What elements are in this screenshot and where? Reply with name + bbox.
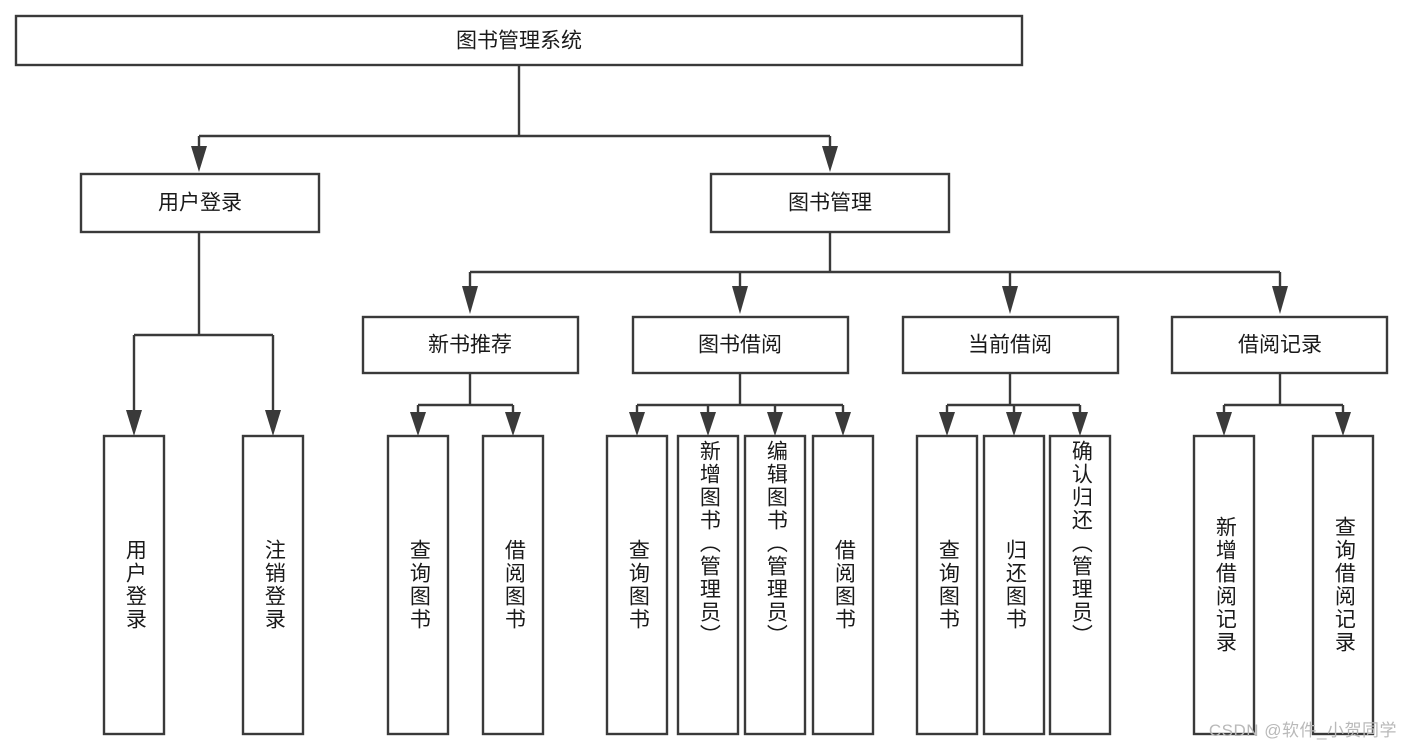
connector-group-user-login bbox=[126, 232, 281, 436]
arrowhead-leaf-user-login bbox=[126, 410, 142, 436]
connector-group-root bbox=[191, 65, 838, 172]
arrowhead-cb-leaf-2 bbox=[1006, 412, 1022, 436]
leaf-box-borrow-record-1[interactable] bbox=[1192, 434, 1256, 736]
node-new-book-recommend-label: 新书推荐 bbox=[428, 334, 512, 357]
connector-group-borrow-record bbox=[1216, 373, 1351, 436]
arrowhead-bb-leaf-2 bbox=[700, 412, 716, 436]
arrowhead-br-leaf-1 bbox=[1216, 412, 1232, 436]
node-user-login[interactable]: 用户登录 bbox=[79, 172, 321, 234]
node-current-borrow[interactable]: 当前借阅 bbox=[901, 315, 1120, 375]
arrowhead-book-borrow bbox=[732, 286, 748, 314]
node-user-login-label: 用户登录 bbox=[158, 192, 242, 215]
node-book-manage[interactable]: 图书管理 bbox=[709, 172, 951, 234]
arrowhead-nb-leaf-1 bbox=[410, 412, 426, 436]
arrowhead-br-leaf-2 bbox=[1335, 412, 1351, 436]
leaf-box-book-borrow-3[interactable] bbox=[743, 434, 807, 736]
leaf-box-current-borrow-2[interactable] bbox=[982, 434, 1046, 736]
node-current-borrow-label: 当前借阅 bbox=[968, 334, 1052, 357]
node-root-box[interactable] bbox=[14, 14, 1024, 67]
node-book-manage-label: 图书管理 bbox=[788, 192, 872, 215]
node-new-book-recommend[interactable]: 新书推荐 bbox=[361, 315, 580, 375]
leaf-box-user-login-1[interactable] bbox=[102, 434, 166, 736]
arrowhead-bb-leaf-4 bbox=[835, 412, 851, 436]
leaf-box-user-login-2[interactable] bbox=[241, 434, 305, 736]
arrowhead-bb-leaf-1 bbox=[629, 412, 645, 436]
node-new-book-recommend-box[interactable] bbox=[361, 315, 580, 375]
node-book-borrow-label: 图书借阅 bbox=[698, 334, 782, 357]
arrowhead-new-book bbox=[462, 286, 478, 314]
arrowhead-book-manage bbox=[822, 146, 838, 172]
node-borrow-record-box[interactable] bbox=[1170, 315, 1389, 375]
connector-group-book-manage bbox=[462, 232, 1288, 314]
arrowhead-leaf-logout bbox=[265, 410, 281, 436]
node-book-borrow-box[interactable] bbox=[631, 315, 850, 375]
arrowhead-borrow-record bbox=[1272, 286, 1288, 314]
node-borrow-record-label: 借阅记录 bbox=[1238, 334, 1322, 357]
leaf-box-book-borrow-2[interactable] bbox=[676, 434, 740, 736]
arrowhead-bb-leaf-3 bbox=[767, 412, 783, 436]
leaf-box-book-borrow-4[interactable] bbox=[811, 434, 875, 736]
leaf-box-current-borrow-3[interactable] bbox=[1048, 434, 1112, 736]
connector-group-new-book bbox=[410, 373, 521, 436]
arrowhead-nb-leaf-2 bbox=[505, 412, 521, 436]
watermark-label: CSDN @软件_小贺同学 bbox=[1208, 721, 1397, 740]
arrowhead-user-login bbox=[191, 146, 207, 172]
leaf-box-borrow-record-2[interactable] bbox=[1311, 434, 1375, 736]
connector-group-book-borrow bbox=[629, 373, 851, 436]
leaf-box-new-book-1[interactable] bbox=[386, 434, 450, 736]
node-root[interactable]: 图书管理系统 bbox=[14, 14, 1024, 67]
node-root-label: 图书管理系统 bbox=[456, 30, 582, 53]
arrowhead-cb-leaf-1 bbox=[939, 412, 955, 436]
node-current-borrow-box[interactable] bbox=[901, 315, 1120, 375]
node-borrow-record[interactable]: 借阅记录 bbox=[1170, 315, 1389, 375]
leaf-box-current-borrow-1[interactable] bbox=[915, 434, 979, 736]
node-book-borrow[interactable]: 图书借阅 bbox=[631, 315, 850, 375]
node-book-manage-box[interactable] bbox=[709, 172, 951, 234]
leaf-box-book-borrow-1[interactable] bbox=[605, 434, 669, 736]
arrowhead-cb-leaf-3 bbox=[1072, 412, 1088, 436]
node-user-login-box[interactable] bbox=[79, 172, 321, 234]
connector-group-current-borrow bbox=[939, 373, 1088, 436]
leaf-box-new-book-2[interactable] bbox=[481, 434, 545, 736]
arrowhead-current-borrow bbox=[1002, 286, 1018, 314]
